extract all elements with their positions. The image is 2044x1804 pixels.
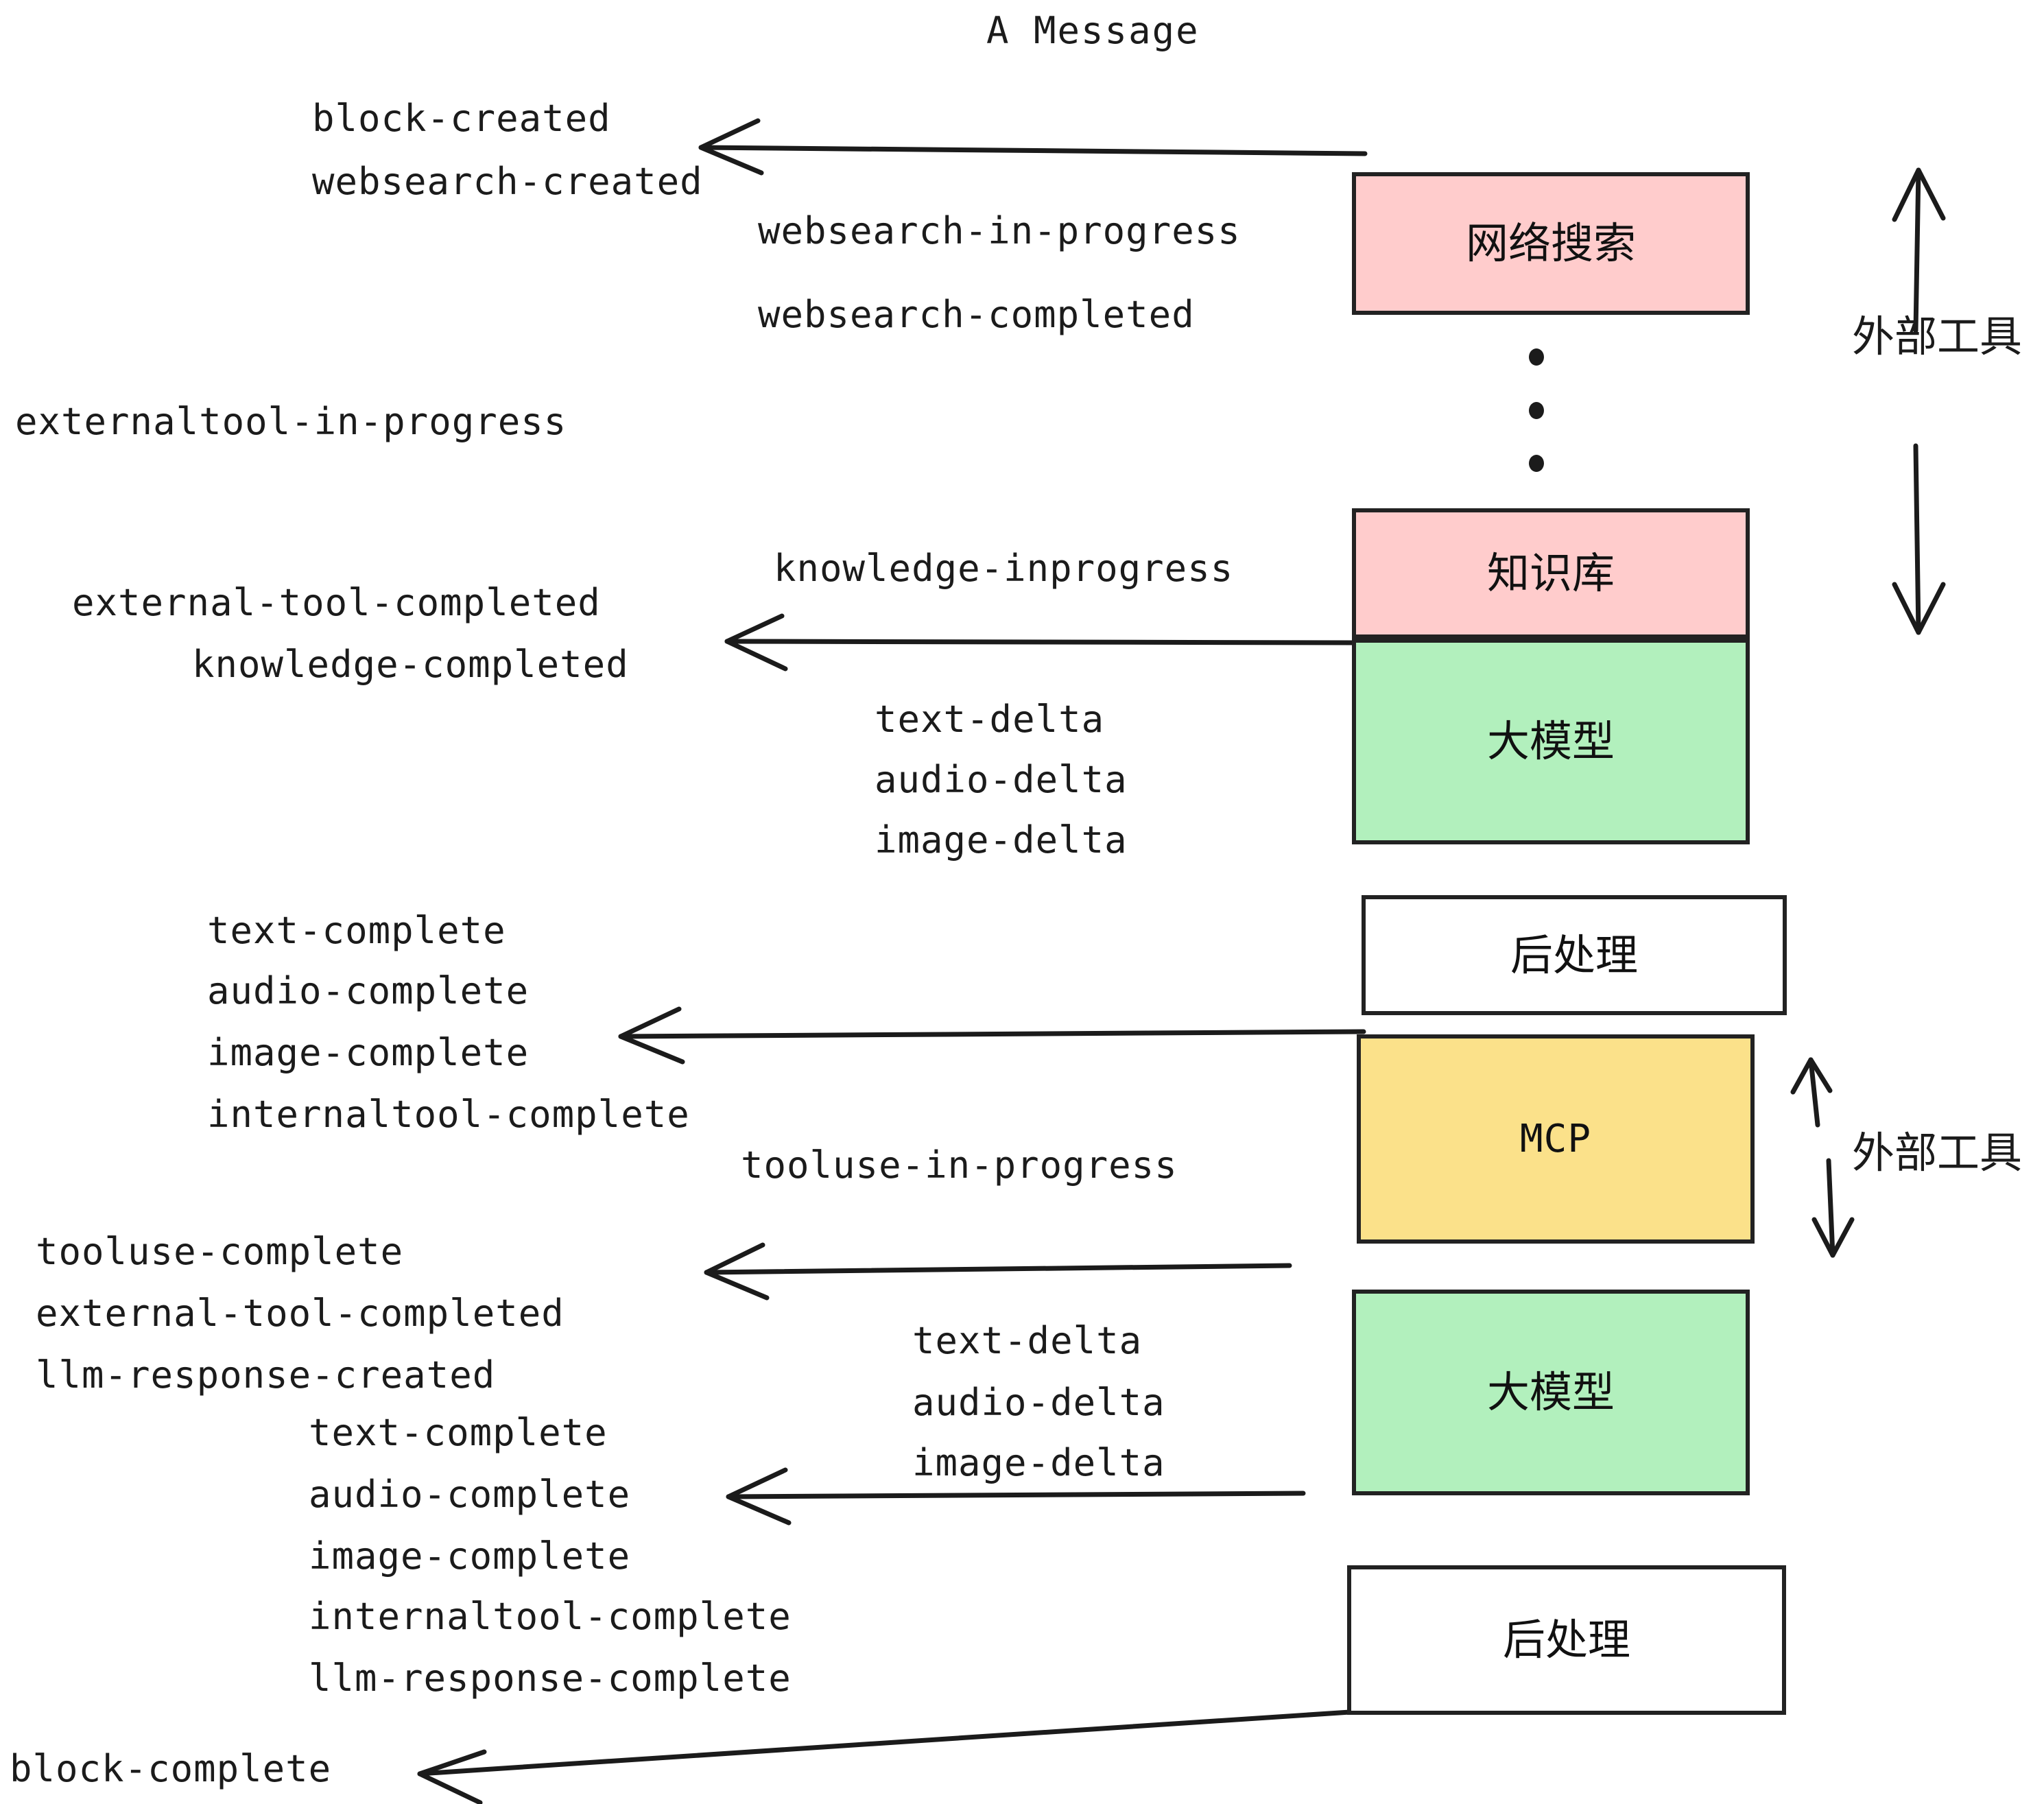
side-label-external-tools-mcp: 外部工具 bbox=[1852, 1128, 2023, 1178]
node-label: 大模型 bbox=[1486, 716, 1615, 766]
node-label: 网络搜索 bbox=[1465, 218, 1636, 268]
event-label: externaltool-in-progress bbox=[15, 400, 567, 443]
event-label: tooluse-complete bbox=[36, 1230, 404, 1273]
arrow-mcp-to-left bbox=[704, 1263, 1292, 1275]
event-label: audio-delta bbox=[912, 1381, 1165, 1424]
event-label: image-complete bbox=[207, 1031, 530, 1074]
event-label: audio-delta bbox=[875, 758, 1128, 801]
event-label: block-complete bbox=[10, 1747, 332, 1790]
event-label: text-complete bbox=[309, 1411, 608, 1454]
event-label: image-complete bbox=[309, 1534, 631, 1578]
event-label: knowledge-inprogress bbox=[774, 547, 1234, 590]
node-mcp[interactable]: MCP bbox=[1357, 1034, 1755, 1244]
event-label: image-delta bbox=[875, 818, 1128, 862]
event-label: audio-complete bbox=[309, 1473, 631, 1516]
event-label: llm-response-complete bbox=[309, 1657, 792, 1700]
node-llm-lower[interactable]: 大模型 bbox=[1352, 1290, 1750, 1495]
event-label: tooluse-in-progress bbox=[741, 1143, 1178, 1187]
event-label: knowledge-completed bbox=[192, 643, 629, 686]
event-label: llm-response-created bbox=[36, 1353, 496, 1397]
event-label: block-created bbox=[312, 97, 611, 140]
arrow-websearch-to-left bbox=[698, 145, 1368, 156]
event-label: websearch-completed bbox=[758, 293, 1195, 336]
node-web-search[interactable]: 网络搜索 bbox=[1352, 172, 1750, 315]
event-label: internaltool-complete bbox=[207, 1093, 690, 1136]
event-label: internaltool-complete bbox=[309, 1595, 792, 1638]
arrow-knowledge-to-left bbox=[724, 639, 1355, 645]
node-label: 后处理 bbox=[1502, 1615, 1630, 1665]
event-label: external-tool-completed bbox=[36, 1292, 565, 1335]
vertical-ellipsis-icon bbox=[1529, 348, 1544, 472]
node-llm-upper[interactable]: 大模型 bbox=[1352, 639, 1750, 844]
node-label: 知识库 bbox=[1486, 548, 1615, 598]
side-label-external-tools-top: 外部工具 bbox=[1852, 311, 2023, 361]
event-label: audio-complete bbox=[207, 969, 530, 1012]
event-label: text-delta bbox=[875, 698, 1105, 741]
node-postprocess-lower[interactable]: 后处理 bbox=[1347, 1565, 1786, 1715]
node-knowledge-base[interactable]: 知识库 bbox=[1352, 508, 1750, 639]
arrow-final-to-block-complete bbox=[417, 1709, 1353, 1777]
arrow-postprocess-to-left bbox=[618, 1029, 1366, 1039]
event-label: image-delta bbox=[912, 1441, 1165, 1484]
node-postprocess-upper[interactable]: 后处理 bbox=[1362, 895, 1787, 1015]
event-label: websearch-in-progress bbox=[758, 209, 1241, 252]
arrow-external-tools-span-top bbox=[1913, 167, 1921, 333]
event-label: text-complete bbox=[207, 909, 506, 952]
event-label: websearch-created bbox=[312, 160, 703, 203]
node-label: MCP bbox=[1519, 1116, 1592, 1161]
node-label: 大模型 bbox=[1486, 1367, 1615, 1417]
event-label: text-delta bbox=[912, 1319, 1143, 1362]
arrow-external-tools-span-mcp bbox=[1808, 1057, 1820, 1128]
page-title: A Message bbox=[986, 9, 1200, 52]
event-label: external-tool-completed bbox=[72, 581, 601, 624]
arrow-llm-to-left bbox=[726, 1491, 1306, 1499]
node-label: 后处理 bbox=[1510, 929, 1638, 980]
